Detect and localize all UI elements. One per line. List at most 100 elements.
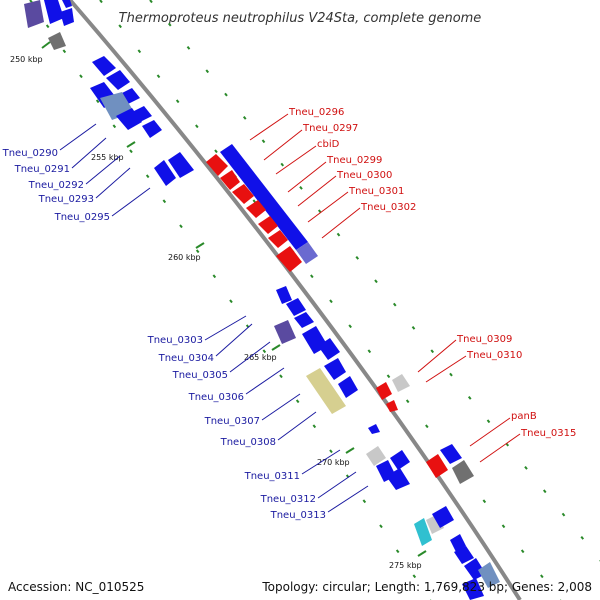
gene-tneu-0304[interactable] (286, 298, 306, 316)
label-tneu-0307[interactable]: Tneu_0307 (204, 416, 260, 427)
label-tneu-0311[interactable]: Tneu_0311 (244, 471, 300, 482)
gene-tneu-0315a[interactable] (440, 444, 462, 464)
label-tneu-0308[interactable]: Tneu_0308 (220, 437, 276, 448)
leader-tneu-0301 (307, 191, 349, 223)
gene-tneu-0296-long[interactable] (220, 144, 308, 250)
label-tneu-0290[interactable]: Tneu_0290 (2, 148, 58, 159)
guide-dash (280, 162, 285, 167)
label-tneu-0295[interactable]: Tneu_0295 (54, 212, 110, 223)
label-tneu-0299[interactable]: Tneu_0299 (326, 155, 382, 166)
guide-dash (329, 449, 333, 454)
gene-tneu-0312b[interactable] (390, 450, 410, 470)
gene-tneu-0305b[interactable] (294, 312, 314, 328)
gene-tneu-0299[interactable] (246, 200, 266, 218)
gene-tneu-0302[interactable] (276, 246, 302, 272)
gene-tneu-0301[interactable] (268, 230, 288, 248)
gene-bottom-h[interactable] (462, 578, 484, 600)
label-tneu-0291[interactable]: Tneu_0291 (14, 164, 70, 175)
leader-tneu-0297 (263, 129, 303, 161)
guide-dash (486, 419, 491, 424)
guide-dash (412, 574, 417, 579)
guide-dash (312, 424, 317, 429)
label-tneu-0293[interactable]: Tneu_0293 (38, 194, 94, 205)
scale-tick (271, 344, 281, 351)
gene-tneu-0287[interactable] (44, 0, 64, 24)
label-panB[interactable]: panB (511, 411, 537, 422)
topology-text: Topology: circular; Length: 1,769,823 bp… (262, 580, 592, 594)
gene-tneu-0296[interactable] (206, 154, 228, 176)
guide-dash (540, 574, 544, 579)
guide-dash (299, 186, 303, 190)
gene-fwd-a[interactable] (92, 56, 116, 76)
label-tneu-0301[interactable]: Tneu_0301 (348, 186, 404, 197)
gene-tneu-0313[interactable] (386, 468, 410, 490)
label-tneu-0302[interactable]: Tneu_0302 (360, 202, 416, 213)
gene-bottom-c[interactable] (432, 506, 454, 528)
gene-tneu-0294[interactable] (142, 120, 162, 138)
leader-tneu-0293 (95, 167, 131, 199)
label-tneu-0300[interactable]: Tneu_0300 (336, 170, 392, 181)
gene-tneu-0297[interactable] (220, 170, 240, 190)
guide-dash (129, 149, 133, 154)
gene-tneu-0296-tail[interactable] (296, 242, 318, 264)
label-cbiD[interactable]: cbiD (317, 139, 340, 150)
gene-tneu-0311[interactable] (366, 446, 386, 466)
gene-tneu-0284[interactable] (62, 0, 72, 8)
label-tneu-0310[interactable]: Tneu_0310 (466, 350, 522, 361)
label-tneu-0313[interactable]: Tneu_0313 (270, 510, 326, 521)
label-tneu-0312[interactable]: Tneu_0312 (260, 494, 316, 505)
leader-tneu-0312 (317, 471, 357, 499)
gene-tneu-0303[interactable] (276, 286, 292, 304)
leader-tneu-0311 (301, 449, 341, 475)
gene-bottom-d[interactable] (450, 534, 466, 552)
gene-tneu-0293[interactable] (132, 106, 152, 122)
gene-tneu-0308a[interactable] (324, 358, 346, 380)
gene-tneu-0288[interactable] (60, 8, 74, 26)
gene-cbiD[interactable] (232, 184, 254, 204)
label-tneu-0315[interactable]: Tneu_0315 (520, 428, 576, 439)
label-tneu-0303[interactable]: Tneu_0303 (147, 335, 203, 346)
leader-tneu-0292 (85, 155, 121, 185)
label-tneu-0296[interactable]: Tneu_0296 (288, 107, 344, 118)
label-tneu-0309[interactable]: Tneu_0309 (456, 334, 512, 345)
leader-tneu-0303 (204, 315, 247, 341)
gene-tneu-0309[interactable] (376, 382, 392, 400)
gene-tneu-0289[interactable] (48, 32, 66, 50)
gene-tneu-0306b[interactable] (318, 338, 340, 360)
guide-dash (405, 399, 410, 404)
label-tneu-0304[interactable]: Tneu_0304 (158, 353, 214, 364)
gene-tneu-0286[interactable] (24, 0, 44, 28)
gene-bottom-e[interactable] (454, 546, 474, 564)
label-tneu-0305[interactable]: Tneu_0305 (172, 370, 228, 381)
guide-dash (95, 99, 100, 104)
guide-dash (395, 549, 400, 554)
leader-tneu-0310 (425, 355, 467, 383)
scale-label: 275 kbp (389, 561, 422, 570)
guide-dash (310, 274, 314, 279)
scale-tick (126, 141, 136, 148)
guide-dash (195, 249, 200, 254)
gene-tneu-0308c[interactable] (368, 424, 380, 434)
gene-tneu-0315b[interactable] (452, 460, 474, 484)
gene-bottom-a[interactable] (414, 518, 432, 546)
gene-bottom-g[interactable] (478, 562, 500, 588)
gene-tneu-0300[interactable] (258, 216, 278, 234)
label-tneu-0292[interactable]: Tneu_0292 (28, 180, 84, 191)
gene-tneu-0295b[interactable] (168, 152, 194, 178)
gene-tneu-0305[interactable] (274, 320, 296, 344)
guide-dash (524, 466, 528, 470)
gene-tneu-0310[interactable] (392, 374, 410, 392)
gene-tneu-0307[interactable] (306, 368, 346, 414)
guide-dash (542, 489, 547, 494)
label-tneu-0306[interactable]: Tneu_0306 (188, 392, 244, 403)
leader-tneu-0295 (111, 187, 151, 217)
gene-fwd-b[interactable] (106, 70, 130, 90)
guide-dash (167, 22, 172, 27)
gene-panB[interactable] (426, 454, 448, 478)
gene-tneu-0309b[interactable] (386, 400, 398, 412)
label-tneu-0297[interactable]: Tneu_0297 (302, 123, 358, 134)
gene-tneu-0295a[interactable] (154, 160, 176, 186)
gene-tneu-0308b[interactable] (338, 376, 358, 398)
guide-dash (411, 326, 416, 330)
